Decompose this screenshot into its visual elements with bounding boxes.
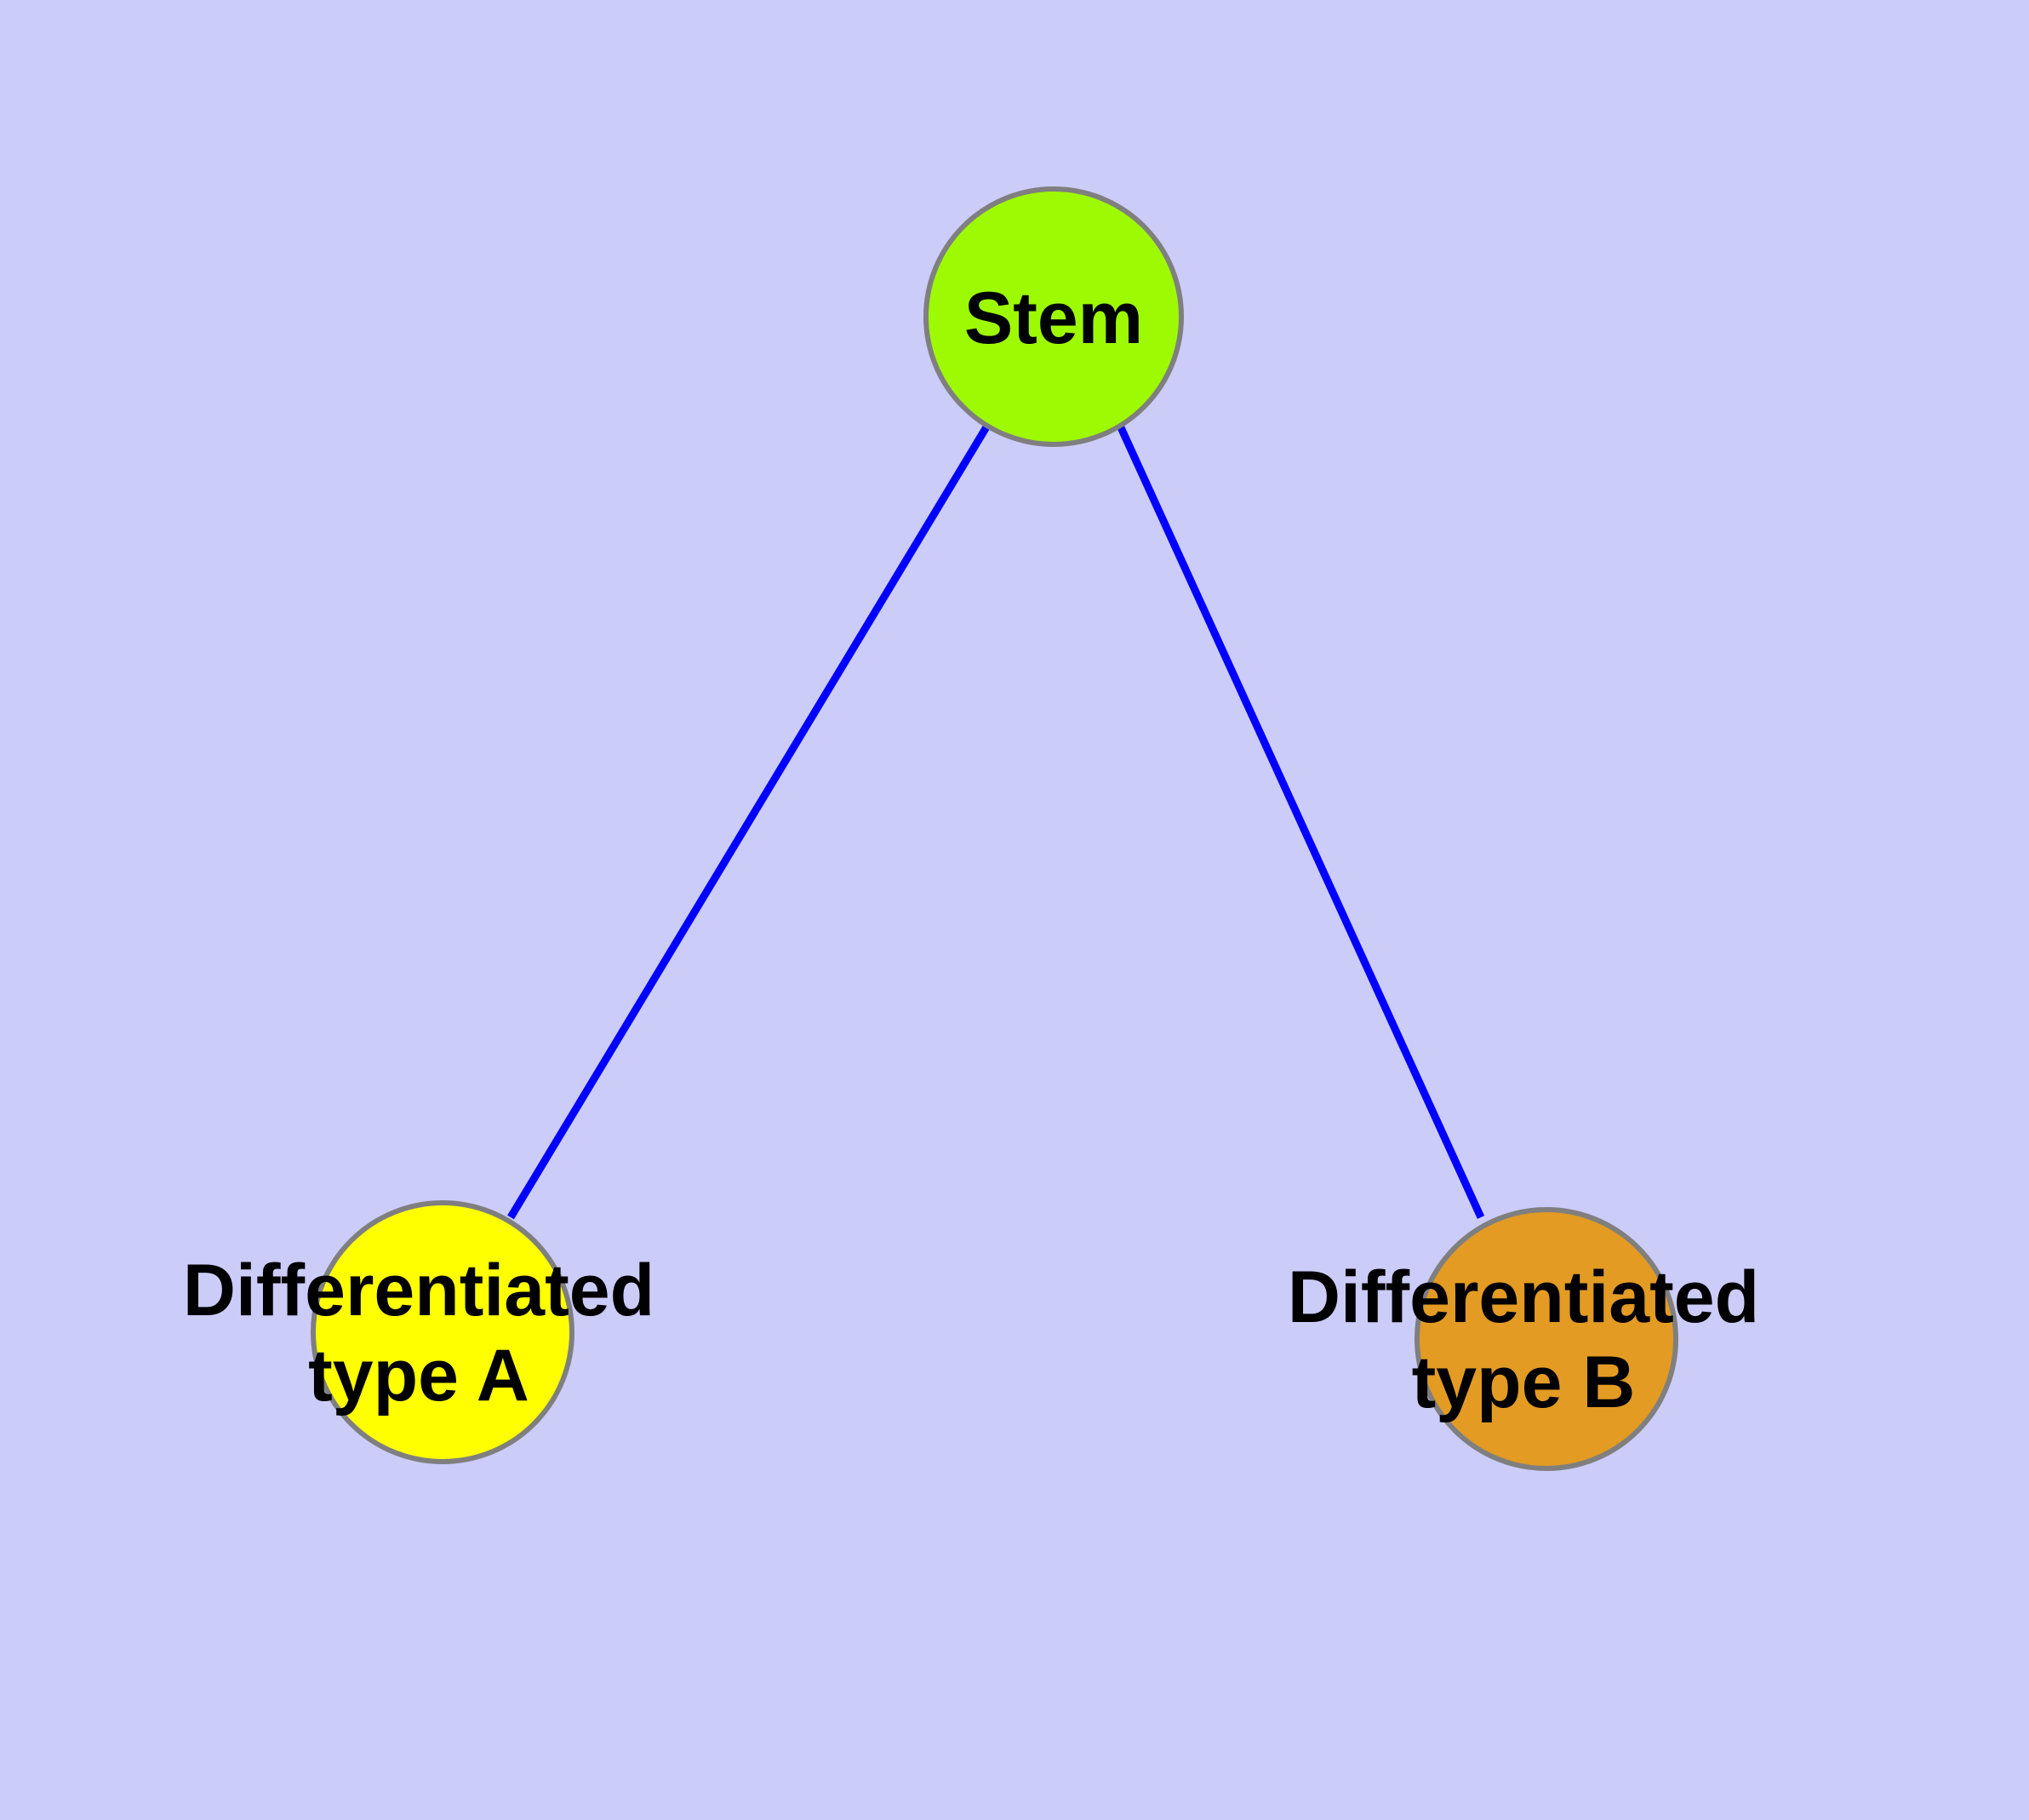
node-label-line: type B [1412,1342,1636,1423]
graph-node-diff_a[interactable] [311,1200,574,1464]
node-label-line: Stem [964,278,1143,359]
graph-edge-stem-diff_b[interactable] [1116,424,1485,1219]
node-label-line: Differentiated [183,1250,654,1331]
graph-node-diff_b[interactable] [1415,1207,1678,1471]
graph-node-stem[interactable] [923,186,1184,447]
graph-edge-stem-diff_a[interactable] [507,423,991,1220]
node-label-line: Differentiated [1288,1256,1759,1338]
nodes-layer [311,186,1678,1471]
node-label-line: type A [308,1335,529,1417]
node-label-stem: Stem [964,278,1143,359]
edges-layer [507,423,1485,1220]
